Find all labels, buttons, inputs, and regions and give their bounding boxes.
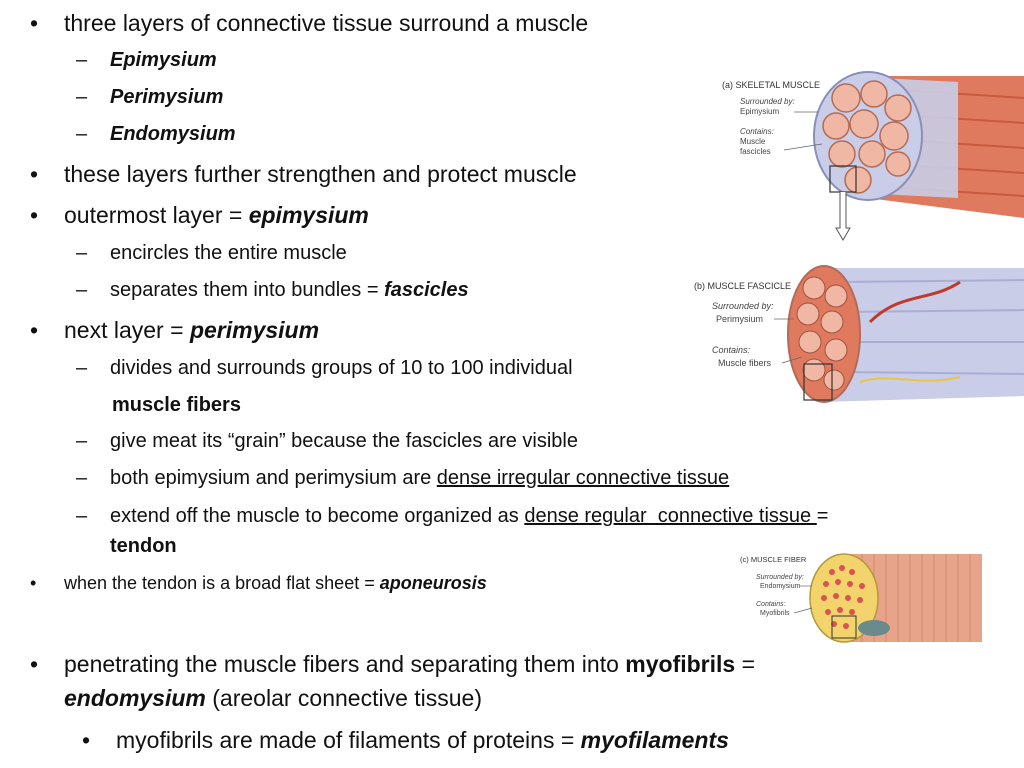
text-run: penetrating the muscle fibers and separa…: [64, 651, 626, 677]
sub-item-text: give meat its “grain” because the fascic…: [110, 430, 578, 452]
emphasis-term: endomysium: [64, 685, 206, 711]
bullet-marker: •: [30, 573, 37, 593]
emphasis-term: epimysium: [248, 202, 369, 228]
bullet-marker: •: [82, 727, 91, 753]
figure-surrounded-label: Surrounded by:: [756, 574, 804, 581]
figure-surrounded-label: Surrounded by:: [712, 301, 774, 311]
figure-contains-label: Contains:: [712, 345, 751, 355]
sub-item-text: Endomysium: [110, 123, 236, 145]
dash-marker: –: [76, 279, 88, 301]
dash-marker: –: [76, 467, 88, 489]
text-run: when the tendon is a broad flat sheet =: [64, 573, 380, 593]
bullet-marker: •: [30, 202, 39, 228]
sub-item-text: encircles the entire muscle: [110, 242, 347, 264]
text-run: next layer =: [64, 317, 190, 343]
zoom-box: [803, 363, 833, 401]
emphasis-term: myofilaments: [580, 727, 729, 753]
text-run: separates them into bundles =: [110, 279, 385, 301]
perimysium-sheath: [820, 268, 1024, 402]
figure-title: (c) MUSCLE FIBER: [740, 555, 807, 564]
emphasis-term: perimysium: [189, 317, 320, 343]
sub-item-text: Epimysium: [110, 49, 217, 71]
figure-surrounded-value: Epimysium: [740, 107, 779, 116]
figure-surrounded-label: Surrounded by:: [740, 97, 795, 106]
text-run: both epimysium and perimysium are: [110, 467, 437, 489]
bullet-marker: •: [30, 651, 39, 677]
fiber-cross-section: [809, 553, 879, 643]
figure-contains-label: Contains:: [740, 127, 774, 136]
bullet-text: myofibrils are made of filaments of prot…: [116, 727, 729, 753]
figure-contains-value: fascicles: [740, 147, 771, 156]
text-run: myofibrils are made of filaments of prot…: [116, 727, 581, 753]
figure-muscle-fiber: (c) MUSCLE FIBER Surrounded by: Endomysi…: [732, 550, 982, 646]
dash-marker: –: [76, 86, 88, 108]
emphasis-term: fascicles: [384, 279, 469, 301]
skeletal-muscle-illustration: (a) SKELETAL MUSCLE Surrounded by: Epimy…: [722, 71, 1024, 241]
text-run: extend off the muscle to become organize…: [110, 505, 525, 527]
sub-item-text: Perimysium: [110, 86, 224, 108]
callout-line: [793, 607, 813, 614]
sub-item-text: extend off the muscle to become organize…: [110, 505, 828, 528]
figure-contains-value: Myofibrils: [760, 610, 790, 617]
callout-line: [781, 356, 803, 364]
figure-contains-label: Contains:: [756, 601, 786, 608]
sub-item-text: separates them into bundles = fascicles: [110, 279, 469, 302]
zoom-arrow-icon: [835, 192, 851, 241]
bullet-marker: •: [30, 10, 39, 36]
fascicle-group: [822, 80, 912, 194]
dash-marker: –: [76, 242, 88, 264]
underlined-term: dense regular connective tissue: [524, 505, 817, 527]
figure-surrounded-value: Endomysium: [760, 583, 801, 590]
dash-marker: –: [76, 357, 88, 379]
dash-marker: –: [76, 123, 88, 145]
callout-line: [783, 143, 823, 151]
figure-title: (b) MUSCLE FASCICLE: [694, 281, 791, 291]
underlined-term: dense irregular connective tissue: [436, 467, 730, 489]
bullet-marker: •: [30, 161, 39, 187]
bullet-marker: •: [30, 317, 39, 343]
bullet-text: next layer = perimysium: [64, 317, 319, 343]
dash-marker: –: [76, 49, 88, 71]
bullet-text: outermost layer = epimysium: [64, 202, 369, 228]
bullet-text: penetrating the muscle fibers and separa…: [64, 651, 755, 677]
sub-item-text: divides and surrounds groups of 10 to 10…: [110, 357, 573, 379]
myofibril-dots: [821, 565, 865, 629]
figure-title: (a) SKELETAL MUSCLE: [722, 80, 820, 90]
figure-muscle-fascicle: (b) MUSCLE FASCICLE Surrounded by: Perim…: [690, 262, 1024, 412]
emphasis-term: aponeurosis: [379, 573, 487, 593]
bullet-text: when the tendon is a broad flat sheet = …: [64, 573, 487, 594]
nucleus: [858, 620, 890, 636]
muscle-fiber-illustration: (c) MUSCLE FIBER Surrounded by: Endomysi…: [740, 553, 982, 643]
bullet-text: these layers further strengthen and prot…: [64, 161, 577, 187]
sub-item-tendon: tendon: [110, 535, 177, 557]
figure-contains-value: Muscle fibers: [718, 358, 772, 368]
blood-vessel: [868, 280, 961, 324]
figure-skeletal-muscle: (a) SKELETAL MUSCLE Surrounded by: Epimy…: [718, 68, 1024, 243]
dash-marker: –: [76, 505, 88, 527]
sheath-striations: [839, 279, 1024, 375]
bullet-text: three layers of connective tissue surrou…: [64, 10, 589, 36]
nerve: [859, 376, 961, 383]
figure-contains-value: Muscle: [740, 137, 766, 146]
sub-item-text: both epimysium and perimysium are dense …: [110, 467, 729, 490]
text-run: (areolar connective tissue): [205, 685, 482, 711]
text-run: =: [816, 505, 829, 527]
bullet-item-6-continuation: endomysium (areolar connective tissue): [64, 685, 482, 711]
text-run: =: [735, 651, 756, 677]
muscle-fascicle-illustration: (b) MUSCLE FASCICLE Surrounded by: Perim…: [694, 265, 1024, 403]
zoom-box: [831, 615, 857, 639]
dash-marker: –: [76, 430, 88, 452]
sub-item-continuation: muscle fibers: [112, 394, 241, 416]
figure-surrounded-value: Perimysium: [716, 314, 763, 324]
bold-term: myofibrils: [625, 651, 736, 677]
text-run: outermost layer =: [64, 202, 249, 228]
